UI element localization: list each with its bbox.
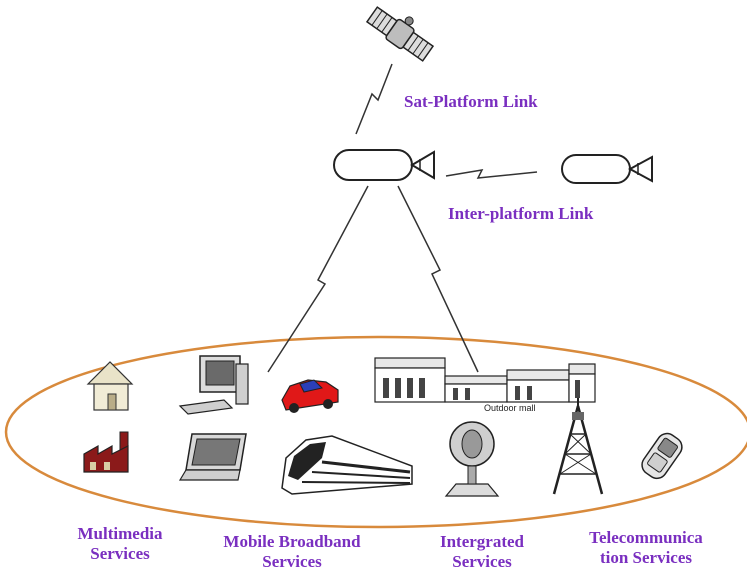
phone-icon [641, 432, 683, 480]
factory-icon [83, 431, 129, 473]
platform-ground-link-right [397, 185, 479, 373]
service-line2: tion Services [599, 548, 693, 567]
service-line2: Services [262, 552, 322, 571]
mall-icon [374, 357, 596, 403]
service-line1: Intergrated [439, 532, 525, 551]
coverage-area [4, 335, 747, 529]
service-label-integrated: Intergrated Services [412, 532, 552, 572]
outdoor-mall-label: Outdoor mall [484, 403, 536, 413]
platform-icon [561, 154, 653, 184]
service-line1: Mobile Broadband [223, 532, 361, 551]
sat-platform-link [355, 63, 393, 135]
car-icon [281, 379, 339, 413]
dish-icon [444, 421, 500, 497]
service-line2: Services [90, 544, 150, 563]
service-label-telecommunication: Telecommunica tion Services [566, 528, 726, 568]
sat-platform-link-label: Sat-Platform Link [404, 92, 538, 111]
inter-platform-link-label: Inter-platform Link [448, 204, 594, 223]
house-icon [86, 361, 134, 411]
platform-icon [333, 149, 435, 181]
service-label-mobile-broadband: Mobile Broadband Services [204, 532, 380, 572]
service-line1: Multimedia [77, 524, 163, 543]
satellite-icon [365, 6, 435, 62]
service-line2: Services [452, 552, 512, 571]
service-line1: Telecommunica [589, 528, 703, 547]
service-label-multimedia: Multimedia Services [50, 524, 190, 564]
computer-icon [178, 355, 249, 415]
laptop-icon [178, 433, 247, 481]
tower-icon [552, 398, 604, 495]
platform-ground-link-left [267, 185, 369, 373]
inter-platform-link [445, 169, 538, 179]
train-icon [281, 435, 413, 495]
